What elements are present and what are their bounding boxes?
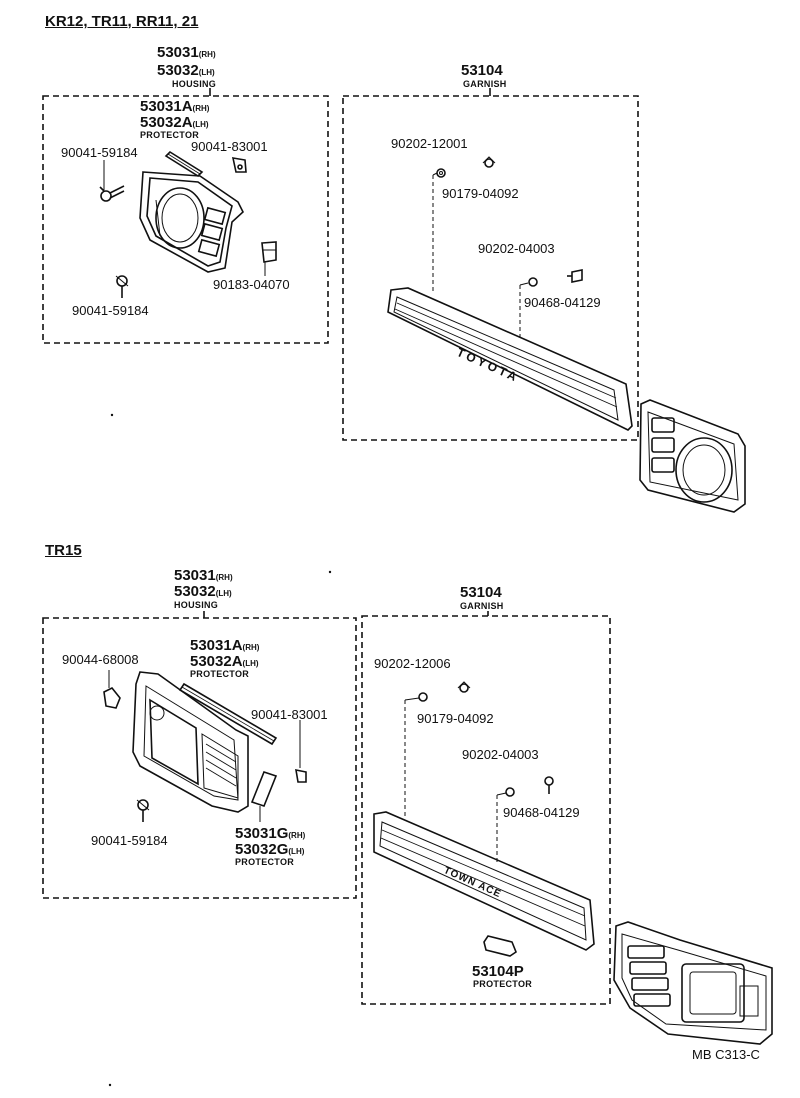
protector-a-part-number-rh: 53031A(RH) xyxy=(190,638,259,653)
part-label-clip-top: 90179-04092 xyxy=(442,186,519,201)
part-label-clip-top: 90179-04092 xyxy=(417,711,494,726)
clip-icon-1b xyxy=(261,241,277,263)
rh-suffix: (RH) xyxy=(215,573,233,582)
protector-strip-2p xyxy=(483,935,517,957)
nut-icon-1a xyxy=(436,168,446,178)
clip-icon-1a xyxy=(231,157,247,173)
part-label-clip-mid: 90468-04129 xyxy=(524,295,601,310)
rh-suffix: (RH) xyxy=(192,104,210,113)
clip-icon-2a xyxy=(103,686,121,709)
protector-g-part-number-lh: 53032G(LH) xyxy=(235,842,304,857)
section-header-1: KR12, TR11, RR11, 21 xyxy=(45,13,199,30)
pn: 53031G xyxy=(235,825,289,842)
part-label-nut-top: 90202-12006 xyxy=(374,656,451,671)
garnish-label: GARNISH xyxy=(463,79,507,89)
section-header-2: TR15 xyxy=(45,542,82,559)
pn: 53031A xyxy=(140,98,193,115)
pn: 53032A xyxy=(140,114,193,131)
screw-icon-1a xyxy=(99,185,125,202)
pn: 53032G xyxy=(235,841,289,858)
part-label-screw-top: 90041-59184 xyxy=(61,145,138,160)
pn: 53031A xyxy=(190,637,243,654)
part-label-clip-right: 90041-83001 xyxy=(251,707,328,722)
pn: 53032 xyxy=(174,583,216,600)
garnish-part-number: 53104 xyxy=(460,584,502,601)
housing-part-number-lh: 53032(LH) xyxy=(157,63,215,78)
garnish-protector-label: PROTECTOR xyxy=(473,979,533,989)
clip-icon-2d xyxy=(544,776,554,794)
nut-icon-1b xyxy=(528,277,538,287)
clip-icon-1c xyxy=(482,156,496,168)
lh-suffix: (LH) xyxy=(288,847,305,856)
clip-icon-2c xyxy=(457,681,471,693)
protector-label: PROTECTOR xyxy=(140,130,200,140)
housing-box-2 xyxy=(42,617,357,899)
garnish-label: GARNISH xyxy=(460,601,504,611)
protector-strip-2a xyxy=(178,682,278,746)
rh-suffix: (RH) xyxy=(288,831,306,840)
part-label-screw-bottom: 90041-59184 xyxy=(91,833,168,848)
lh-suffix: (LH) xyxy=(192,120,209,129)
diagram-code: MB C313-C xyxy=(692,1047,760,1062)
pn: 53032A xyxy=(190,653,243,670)
nut-icon-2a xyxy=(418,692,428,702)
garnish-bar-2 xyxy=(373,811,595,951)
lh-suffix: (LH) xyxy=(242,659,259,668)
protector-part-number-rh: 53031A(RH) xyxy=(140,99,209,114)
part-label-clip-top: 90041-83001 xyxy=(191,139,268,154)
lh-suffix: (LH) xyxy=(198,68,215,77)
part-label-nut-top: 90202-12001 xyxy=(391,136,468,151)
headlamp-housing-1 xyxy=(139,171,244,273)
part-label-nut-mid: 90202-04003 xyxy=(462,747,539,762)
protector-a-label: PROTECTOR xyxy=(190,669,250,679)
pn: 53032 xyxy=(157,62,199,79)
rh-suffix: (RH) xyxy=(242,643,260,652)
part-label-clip-left: 90044-68008 xyxy=(62,652,139,667)
housing-part-number-rh: 53031(RH) xyxy=(157,45,216,60)
protector-g-part-number-rh: 53031G(RH) xyxy=(235,826,305,841)
garnish-bar-1 xyxy=(387,287,633,431)
part-label-clip-mid: 90468-04129 xyxy=(503,805,580,820)
housing-box-1 xyxy=(42,95,329,344)
protector-part-number-lh: 53032A(LH) xyxy=(140,115,209,130)
nut-icon-1a-inner xyxy=(439,171,443,175)
lamp-assembly-1 xyxy=(639,399,746,513)
housing-label: HOUSING xyxy=(174,600,219,610)
screw-icon-2a xyxy=(136,799,150,822)
lamp-assembly-2 xyxy=(613,921,773,1045)
lh-suffix: (LH) xyxy=(215,589,232,598)
nut-icon-2b xyxy=(505,787,515,797)
housing-label: HOUSING xyxy=(172,79,217,89)
housing-part-number-lh: 53032(LH) xyxy=(174,584,232,599)
housing-part-number-rh: 53031(RH) xyxy=(174,568,233,583)
clip-icon-1d xyxy=(567,269,583,283)
pn: 53031 xyxy=(157,44,199,61)
clip-icon-2b xyxy=(295,768,307,783)
garnish-box-2 xyxy=(361,615,611,1005)
protector-g-label: PROTECTOR xyxy=(235,857,295,867)
part-label-nut-mid: 90202-04003 xyxy=(478,241,555,256)
garnish-part-number: 53104 xyxy=(461,62,503,79)
part-label-clip-right: 90183-04070 xyxy=(213,277,290,292)
rh-suffix: (RH) xyxy=(198,50,216,59)
protector-a-part-number-lh: 53032A(LH) xyxy=(190,654,259,669)
part-label-screw-bottom: 90041-59184 xyxy=(72,303,149,318)
garnish-box-1 xyxy=(342,95,639,441)
pn: 53031 xyxy=(174,567,216,584)
screw-icon-1b xyxy=(115,275,129,298)
garnish-protector-part-number: 53104P xyxy=(472,963,524,980)
headlamp-housing-2 xyxy=(132,671,249,813)
protector-strip-2g xyxy=(250,771,278,807)
